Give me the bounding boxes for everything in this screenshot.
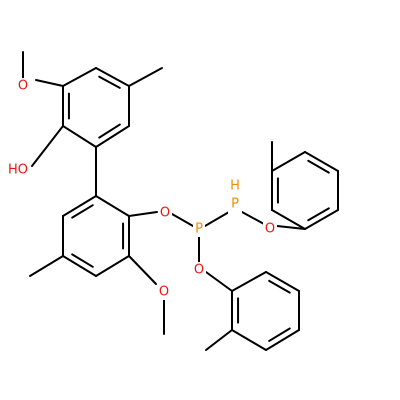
label-mask [6,162,30,178]
p-o-bond-left [171,213,194,227]
atom-phosphorus-center: P [195,222,203,237]
p-p-bond [204,211,230,227]
upper-ring-bond [62,67,97,87]
right-lower-ring-bond [265,329,300,351]
atom-o-methoxy-bottom: O [159,285,169,300]
lower-ring-bond [95,255,130,277]
lower-ring-double-bond [71,253,94,268]
atom-o-phenoxy: O [160,206,170,221]
label-mask [263,221,277,237]
methoxy-bond-upper-o [35,79,64,87]
label-mask [192,262,206,278]
label-mask [157,284,171,300]
bond-layer [22,51,339,351]
upper-ring-bond [95,67,130,87]
methyl-bond-right-lower [205,329,233,351]
atom-hydroxyl: HO [8,163,28,178]
label-mask [228,172,242,216]
lower-ring-bond [95,195,130,217]
label-mask [193,221,205,237]
label-mask [158,205,172,221]
atom-phosphorus-h: P [231,197,239,212]
methyl-bond-upper [128,67,163,87]
label-mask [16,78,30,94]
right-upper-ring-double-bond [307,159,330,174]
right-lower-ring-bond [231,271,267,292]
lower-ring-double-bond [71,204,94,219]
upper-ring-double-bond [98,123,121,139]
lower-ring-bond [62,255,97,277]
upper-ring-bond [95,125,130,148]
lower-ring-bond [62,195,97,217]
atom-hydrogen-on-p: H [230,179,240,194]
right-lower-ring-bond [265,271,300,292]
ph-o-bond [241,211,265,225]
atom-label-layer: O HO O O P H P O O [6,78,277,300]
methoxy-bond-lower-o [128,255,157,285]
right-upper-ring-double-bond [307,207,330,222]
aryloxy-bond-lower [205,271,233,292]
right-upper-ring-bond [304,209,339,230]
upper-ring-double-bond [98,75,121,89]
methyl-bond-lower [29,255,64,277]
right-upper-ring-bond [271,209,306,230]
atom-o-aryloxy-lower: O [194,263,204,278]
right-lower-ring-double-bond [268,279,291,294]
right-lower-ring-double-bond [268,327,291,342]
right-upper-ring-bond [304,151,339,172]
right-lower-ring-bond [231,329,267,351]
phenoxy-bond [128,211,158,217]
right-upper-ring-bond [271,151,306,172]
hydroxyl-bond [31,125,64,167]
aryloxy-bond-upper [276,225,306,230]
atom-o-methoxy-top: O [18,79,28,94]
upper-ring-bond [62,125,97,148]
atom-o-aryloxy-upper: O [265,222,275,237]
